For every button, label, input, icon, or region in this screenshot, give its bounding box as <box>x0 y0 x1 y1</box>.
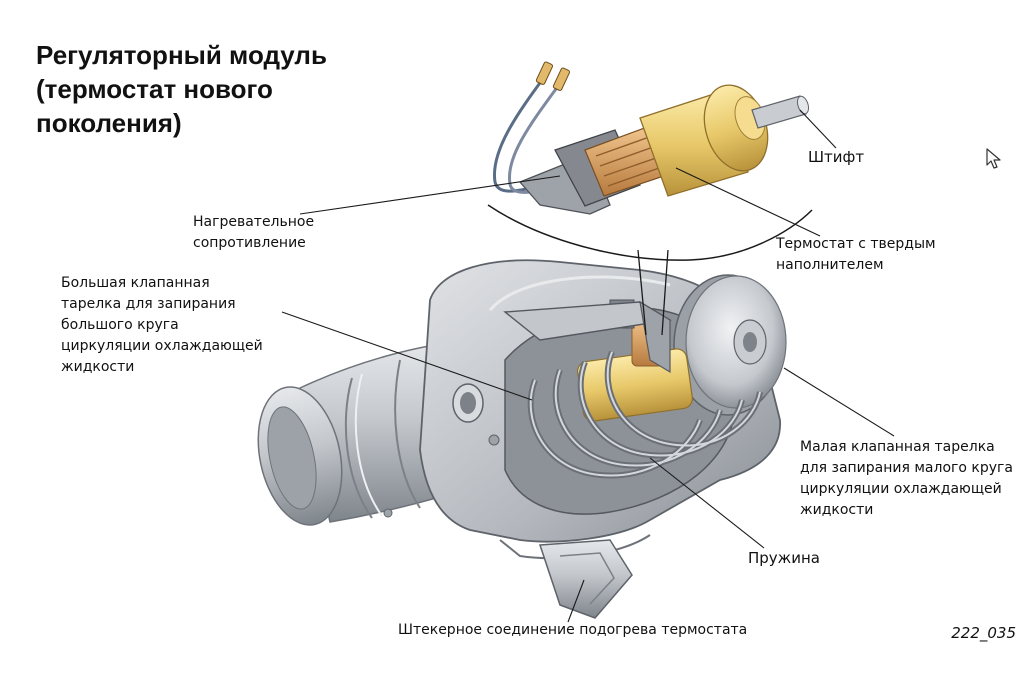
label-big-valve-line-4: циркуляции охлаждающей <box>61 338 263 354</box>
label-small-valve-line-3: циркуляции охлаждающей <box>800 481 1002 497</box>
label-heater: Нагревательное сопротивление <box>193 212 314 254</box>
title-line-2: (термостат нового <box>36 74 273 104</box>
label-small-valve-line-1: Малая клапанная тарелка <box>800 439 995 455</box>
label-big-valve: Большая клапанная тарелка для запирания … <box>61 273 263 378</box>
label-big-valve-line-2: тарелка для запирания <box>61 296 236 312</box>
label-solid-thermostat-line-2: наполнителем <box>776 257 884 273</box>
label-small-valve-line-4: жидкости <box>800 502 874 518</box>
label-big-valve-line-3: большого круга <box>61 317 179 333</box>
diagram-title: Регуляторный модуль (термостат нового по… <box>36 38 416 140</box>
label-big-valve-line-1: Большая клапанная <box>61 275 210 291</box>
figure-id: 222_035 <box>951 624 1016 642</box>
label-connector: Штекерное соединение подогрева термостат… <box>398 620 747 641</box>
label-connector-line-1: Штекерное соединение подогрева термостат… <box>398 622 748 638</box>
label-solid-thermostat-line-1: Термостат с твердым <box>776 236 936 252</box>
leader-lines <box>281 109 895 623</box>
title-line-1: Регуляторный модуль <box>36 40 327 70</box>
thermostat-detail <box>492 61 810 215</box>
label-big-valve-line-5: жидкости <box>61 359 135 375</box>
detail-callout <box>487 204 813 336</box>
label-small-valve-line-2: для запирания малого круга <box>800 460 1013 476</box>
small-valve-disc <box>673 274 787 416</box>
label-pin: Штифт <box>808 147 864 168</box>
label-solid-thermostat: Термостат с твердым наполнителем <box>776 234 936 276</box>
label-heater-line-1: Нагревательное <box>193 214 315 230</box>
title-line-3: поколения) <box>36 108 182 138</box>
label-pin-line-1: Штифт <box>808 148 865 166</box>
label-spring: Пружина <box>748 548 820 569</box>
mouse-pointer-icon <box>986 148 1001 169</box>
label-heater-line-2: сопротивление <box>193 235 306 251</box>
label-small-valve: Малая клапанная тарелка для запирания ма… <box>800 437 1013 521</box>
label-spring-line-1: Пружина <box>748 549 820 567</box>
